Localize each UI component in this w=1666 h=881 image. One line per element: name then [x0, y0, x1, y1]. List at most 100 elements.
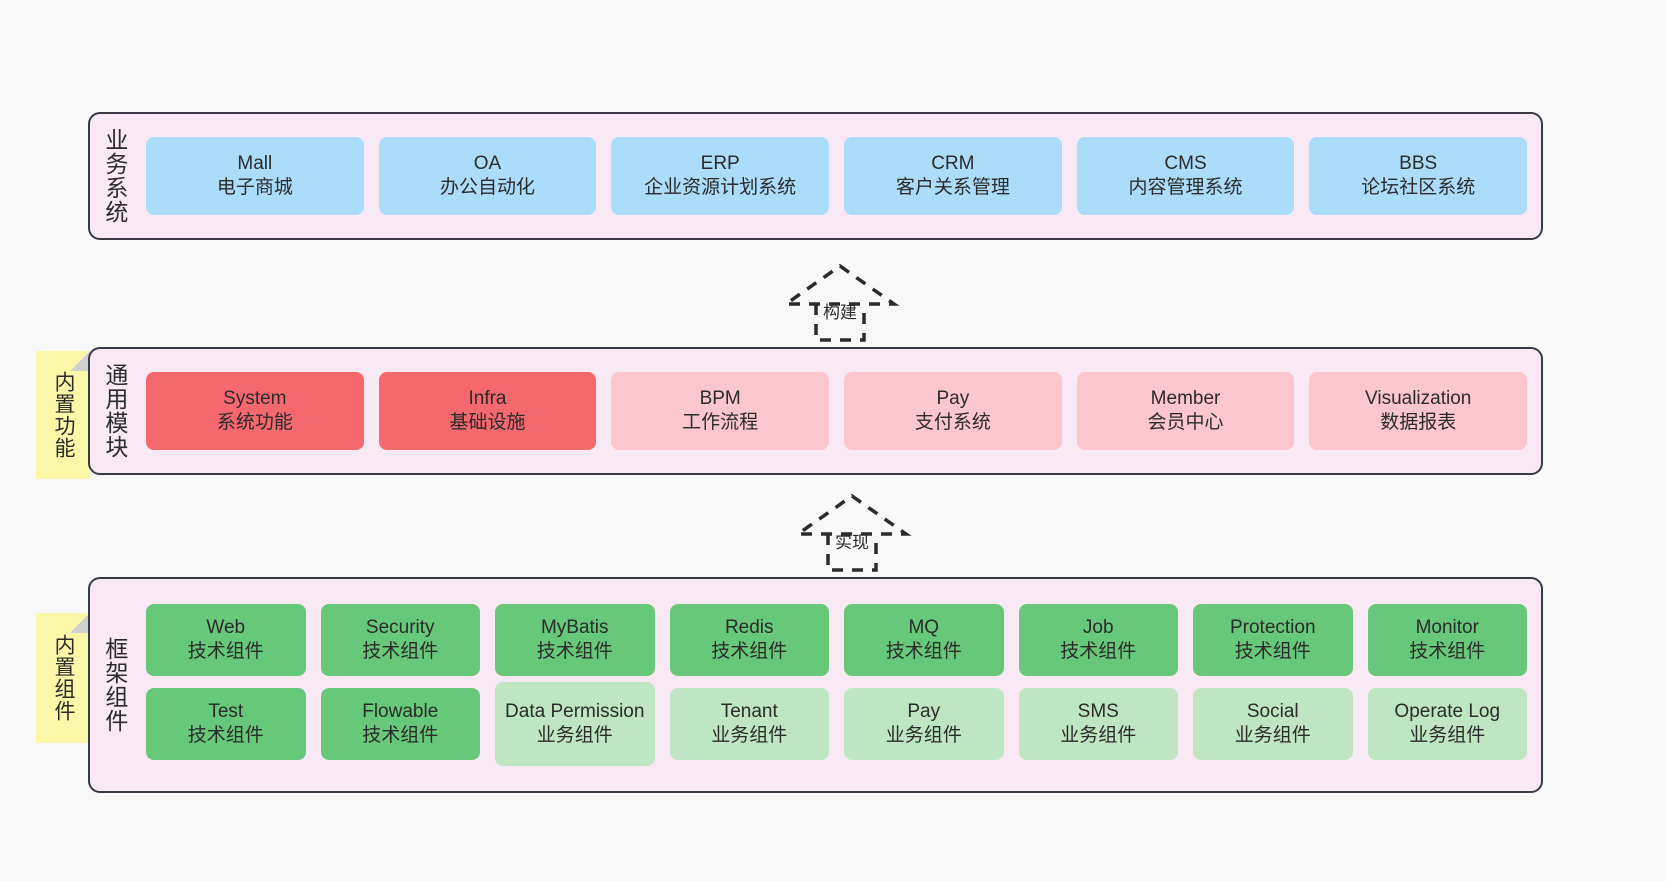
- card-subtitle: 客户关系管理: [895, 177, 1010, 198]
- card-subtitle: 技术组件: [1234, 641, 1311, 662]
- card-data-permission[interactable]: Data Permission 业务组件: [495, 682, 655, 766]
- card-bbs[interactable]: BBS 论坛社区系统: [1309, 137, 1528, 215]
- card-title: MQ: [908, 616, 940, 638]
- card-title: Web: [206, 616, 246, 638]
- card-subtitle: 数据报表: [1380, 412, 1457, 433]
- framework-components-cards: Web 技术组件 Security 技术组件 MyBatis 技术组件 Redi…: [138, 579, 1541, 791]
- common-modules-label: 通用模块: [101, 363, 128, 459]
- card-title: Pay: [936, 387, 970, 409]
- card-title: BPM: [699, 387, 741, 409]
- card-title: System: [223, 387, 287, 409]
- note-builtin-component-label: 内置组件: [51, 634, 75, 722]
- card-erp[interactable]: ERP 企业资源计划系统: [611, 137, 830, 215]
- card-title: Data Permission: [505, 700, 645, 722]
- card-subtitle: 技术组件: [536, 641, 613, 662]
- card-pay-module[interactable]: Pay 支付系统: [844, 372, 1062, 450]
- card-title: Social: [1246, 700, 1299, 722]
- card-subtitle: 业务组件: [885, 725, 962, 746]
- generalization-arrow-icon: [780, 263, 900, 342]
- card-subtitle: 业务组件: [711, 725, 788, 746]
- card-subtitle: 业务组件: [1409, 725, 1486, 746]
- card-pay-component[interactable]: Pay 业务组件: [844, 688, 1004, 760]
- card-title: ERP: [700, 152, 740, 174]
- card-title: BBS: [1399, 152, 1438, 174]
- card-subtitle: 会员中心: [1147, 412, 1224, 433]
- business-systems-panel: 业务系统 Mall 电子商城 OA 办公自动化 ERP 企业资源计划系统 CRM…: [88, 112, 1543, 240]
- generalization-arrow-icon: [792, 493, 912, 572]
- framework-row-business: Test 技术组件 Flowable 技术组件 Data Permission …: [146, 682, 1527, 766]
- connector-build: 构建: [760, 262, 920, 344]
- card-subtitle: 论坛社区系统: [1361, 177, 1476, 198]
- card-title: Visualization: [1365, 387, 1472, 409]
- card-system[interactable]: System 系统功能: [146, 372, 364, 450]
- connector-implement-label: 实现: [835, 533, 869, 552]
- card-infra[interactable]: Infra 基础设施: [378, 372, 597, 450]
- card-mall[interactable]: Mall 电子商城: [146, 137, 364, 215]
- framework-components-label: 框架组件: [101, 637, 128, 733]
- card-redis[interactable]: Redis 技术组件: [669, 604, 829, 676]
- card-subtitle: 技术组件: [362, 641, 439, 662]
- note-builtin-function: 内置功能: [36, 351, 90, 479]
- card-mq[interactable]: MQ 技术组件: [844, 604, 1004, 676]
- card-subtitle: 业务组件: [1060, 725, 1137, 746]
- card-web[interactable]: Web 技术组件: [146, 604, 306, 676]
- card-subtitle: 技术组件: [187, 641, 264, 662]
- card-subtitle: 企业资源计划系统: [644, 177, 797, 198]
- card-operate-log[interactable]: Operate Log 业务组件: [1367, 688, 1527, 760]
- card-title: Tenant: [720, 700, 778, 722]
- business-systems-cards: Mall 电子商城 OA 办公自动化 ERP 企业资源计划系统 CRM 客户关系…: [138, 114, 1541, 238]
- card-title: Member: [1150, 387, 1221, 409]
- business-systems-label: 业务系统: [101, 128, 128, 224]
- card-bpm[interactable]: BPM 工作流程: [611, 372, 830, 450]
- card-monitor[interactable]: Monitor 技术组件: [1367, 604, 1527, 676]
- card-subtitle: 工作流程: [682, 412, 759, 433]
- card-subtitle: 系统功能: [216, 412, 293, 433]
- card-subtitle: 支付系统: [914, 412, 991, 433]
- card-title: Test: [208, 700, 244, 722]
- note-builtin-component: 内置组件: [36, 613, 90, 743]
- card-title: CRM: [931, 152, 975, 174]
- card-title: OA: [473, 152, 502, 174]
- card-subtitle: 办公自动化: [440, 177, 536, 198]
- card-subtitle: 技术组件: [1409, 641, 1486, 662]
- framework-components-panel: 框架组件 Web 技术组件 Security 技术组件 MyBatis 技术组件…: [88, 577, 1543, 793]
- card-subtitle: 业务组件: [1234, 725, 1311, 746]
- card-crm[interactable]: CRM 客户关系管理: [844, 137, 1062, 215]
- card-mybatis[interactable]: MyBatis 技术组件: [495, 604, 655, 676]
- card-security[interactable]: Security 技术组件: [320, 604, 480, 676]
- card-title: Flowable: [362, 700, 439, 722]
- card-oa[interactable]: OA 办公自动化: [378, 137, 597, 215]
- card-title: Security: [365, 616, 435, 638]
- card-job[interactable]: Job 技术组件: [1018, 604, 1178, 676]
- card-subtitle: 技术组件: [885, 641, 962, 662]
- card-visualization[interactable]: Visualization 数据报表: [1309, 372, 1528, 450]
- card-subtitle: 内容管理系统: [1128, 177, 1243, 198]
- card-subtitle: 技术组件: [1060, 641, 1137, 662]
- card-subtitle: 技术组件: [711, 641, 788, 662]
- card-social[interactable]: Social 业务组件: [1193, 688, 1353, 760]
- card-tenant[interactable]: Tenant 业务组件: [669, 688, 829, 760]
- card-subtitle: 基础设施: [449, 412, 526, 433]
- card-subtitle: 技术组件: [187, 725, 264, 746]
- card-cms[interactable]: CMS 内容管理系统: [1076, 137, 1295, 215]
- card-title: Protection: [1229, 616, 1316, 638]
- card-title: Redis: [724, 616, 774, 638]
- common-modules-panel: 通用模块 System 系统功能 Infra 基础设施 BPM 工作流程 Pay…: [88, 347, 1543, 475]
- card-title: CMS: [1164, 152, 1207, 174]
- common-modules-cards: System 系统功能 Infra 基础设施 BPM 工作流程 Pay 支付系统…: [138, 349, 1541, 473]
- note-builtin-function-label: 内置功能: [51, 371, 75, 459]
- card-title: Job: [1082, 616, 1114, 638]
- card-test[interactable]: Test 技术组件: [146, 688, 306, 760]
- card-subtitle: 电子商城: [216, 177, 293, 198]
- card-subtitle: 技术组件: [362, 725, 439, 746]
- card-title: Operate Log: [1394, 700, 1501, 722]
- card-title: Monitor: [1415, 616, 1479, 638]
- card-title: Infra: [468, 387, 507, 409]
- card-protection[interactable]: Protection 技术组件: [1193, 604, 1353, 676]
- card-flowable[interactable]: Flowable 技术组件: [320, 688, 480, 760]
- card-sms[interactable]: SMS 业务组件: [1018, 688, 1178, 760]
- card-title: Pay: [907, 700, 941, 722]
- card-title: MyBatis: [540, 616, 609, 638]
- card-member[interactable]: Member 会员中心: [1076, 372, 1295, 450]
